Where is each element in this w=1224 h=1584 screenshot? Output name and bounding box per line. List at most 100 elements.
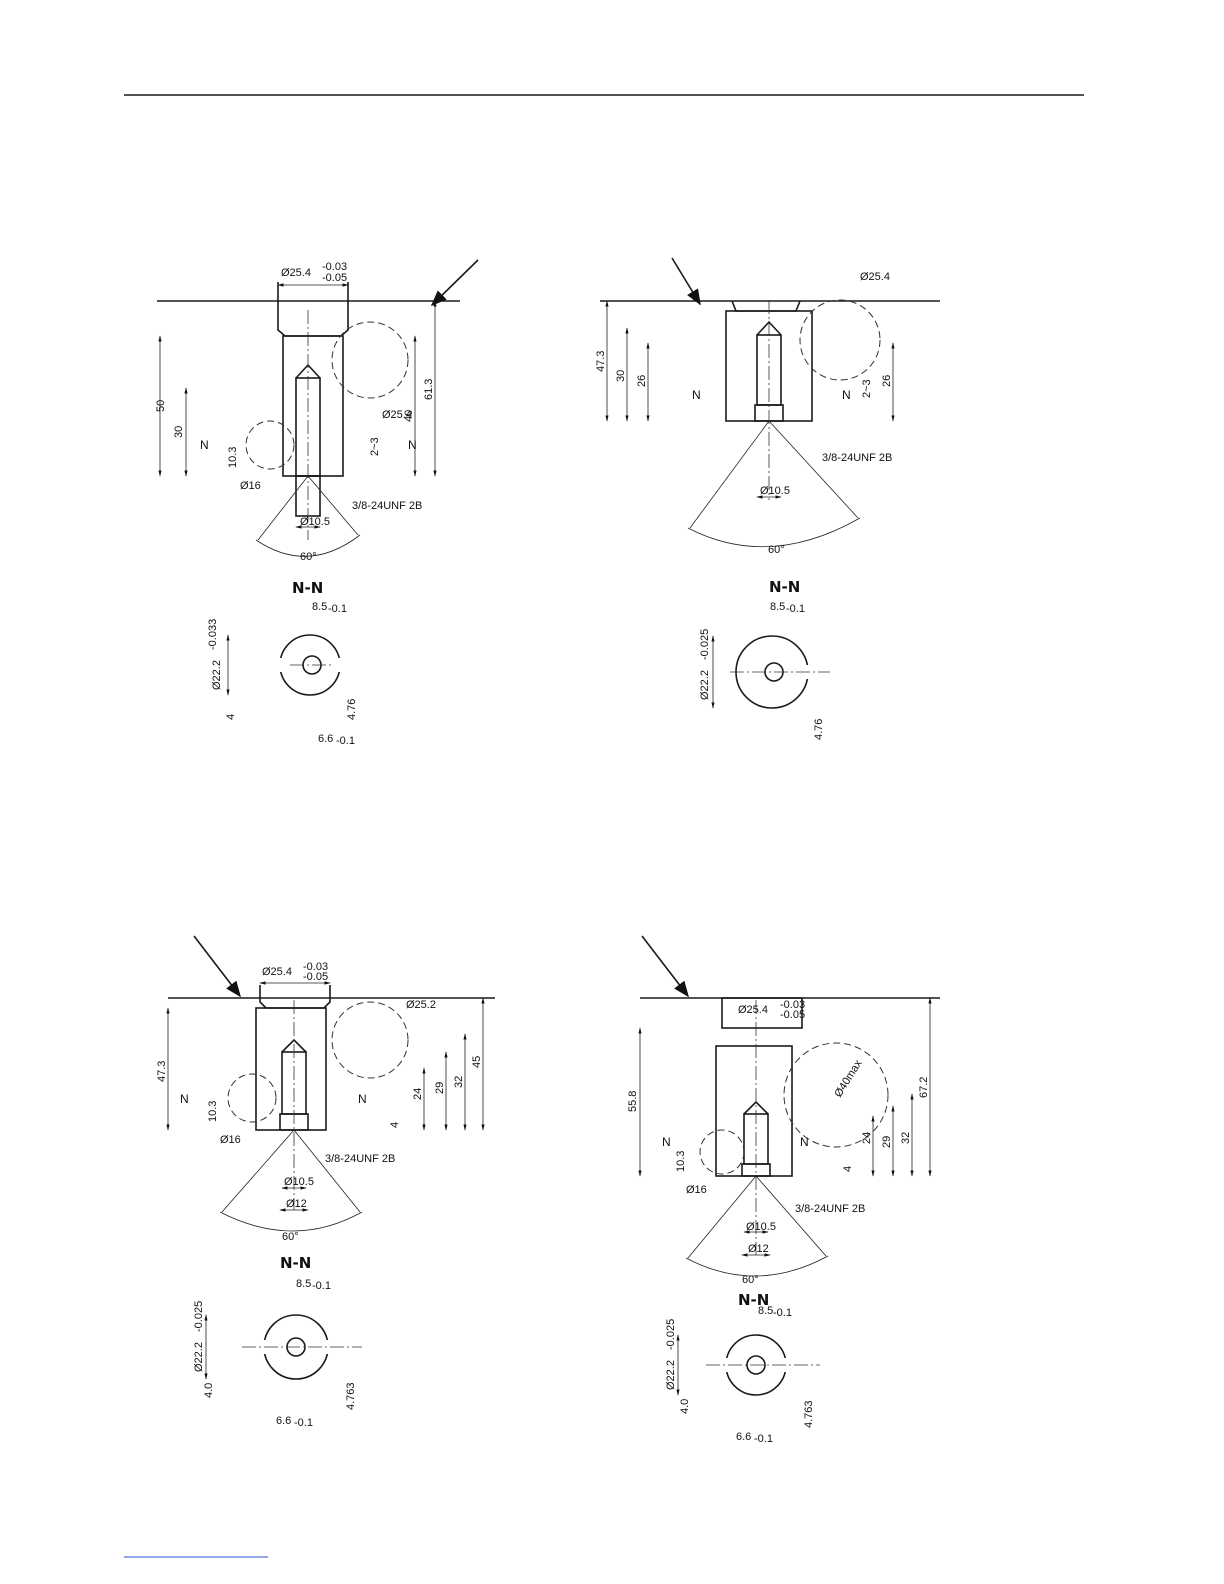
section-mark-right: N: [358, 1092, 367, 1106]
hole-diameter: Ø10.5: [760, 485, 790, 497]
chamfer-angle: 60°: [282, 1231, 299, 1243]
pin-body: [255, 1007, 327, 1131]
top-tol-lower: -0.05: [303, 971, 328, 983]
section-title: N-N: [769, 578, 800, 596]
drawing-4: Ø25.4 -0.03 -0.05 Ø40max 55.8 10.3 67.2 …: [627, 935, 940, 1445]
detail-circle: [331, 321, 409, 399]
sec-top-dim: 8.5: [296, 1278, 311, 1290]
detail-circle: [783, 1042, 889, 1148]
pin-body: [715, 1045, 793, 1177]
hole-diameter: Ø10.5: [284, 1176, 314, 1188]
dim-left-0: 55.8: [627, 1091, 639, 1112]
sec-dia-tol: -0.025: [665, 1319, 677, 1350]
sec-top-tol: -0.1: [786, 603, 805, 615]
dim-right-0: 61.3: [423, 379, 435, 400]
detail-circle-small: [245, 420, 295, 470]
dim-left-0: 47.3: [595, 351, 607, 372]
hole-diameter: Ø10.5: [300, 516, 330, 528]
top-tol-upper: -0.03: [322, 261, 347, 273]
sec-bottom-dim: 6.6: [276, 1415, 291, 1427]
dim-right-2: 29: [881, 1136, 893, 1148]
sec-bottom-tol: -0.1: [336, 735, 355, 747]
callout-diameter: Ø40max: [832, 1058, 864, 1100]
dim-right-4: 4: [842, 1166, 854, 1172]
top-diameter: Ø25.4: [281, 267, 311, 279]
top-diameter: Ø25.4: [738, 1004, 768, 1016]
top-tol-upper: -0.03: [303, 961, 328, 973]
pin-head: [277, 282, 349, 337]
sec-left-dim: 4.0: [203, 1383, 215, 1398]
section-mark-left: N: [180, 1092, 189, 1106]
thread-spec: 3/8-24UNF 2B: [352, 500, 422, 512]
drawing-1: Ø25.4 -0.03 -0.05 Ø25.4 50 30 10.3 61.3 …: [155, 259, 479, 747]
sec-right-dim: 4.76: [346, 699, 358, 720]
drawing-3: Ø25.4 -0.03 -0.05 Ø25.2 47.3 10.3 45 32 …: [156, 935, 495, 1429]
dim-left-1: 10.3: [207, 1101, 219, 1122]
sec-diameter: Ø22.2: [193, 1342, 205, 1372]
small-diameter: Ø16: [220, 1134, 241, 1146]
dim-left-0: 47.3: [156, 1061, 168, 1082]
section-mark-left: N: [692, 388, 701, 402]
counterbore-diameter: Ø12: [748, 1243, 769, 1255]
dim-right-3: 24: [412, 1088, 424, 1100]
section-title: N-N: [280, 1254, 311, 1272]
dim-left-2: 26: [636, 375, 648, 387]
pointer-arrow: [641, 935, 689, 998]
sec-bottom-dim: 6.6: [736, 1431, 751, 1443]
dim-right-1: 32: [900, 1132, 912, 1144]
thread-spec: 3/8-24UNF 2B: [795, 1203, 865, 1215]
top-tol-upper: -0.03: [780, 999, 805, 1011]
dim-right-2: 2~3: [369, 437, 381, 456]
sec-bottom-tol: -0.1: [294, 1417, 313, 1429]
section-mark-right: N: [800, 1135, 809, 1149]
sec-left-dim: 4.0: [679, 1399, 691, 1414]
dim-right-0: 26: [881, 375, 893, 387]
dim-left-1: 10.3: [675, 1151, 687, 1172]
sec-right-dim: 4.76: [813, 719, 825, 740]
chamfer-angle: 60°: [742, 1274, 759, 1286]
sec-top-tol: -0.1: [773, 1307, 792, 1319]
pointer-arrow: [671, 257, 701, 306]
top-tol-lower: -0.05: [780, 1009, 805, 1021]
sec-dia-tol: -0.033: [207, 619, 219, 650]
sec-bottom-tol: -0.1: [754, 1433, 773, 1445]
detail-circle-small: [227, 1073, 277, 1123]
counterbore-diameter: Ø12: [286, 1198, 307, 1210]
detail-circle: [331, 1001, 409, 1079]
dim-left-0: 50: [155, 400, 167, 412]
section-mark-right: N: [408, 438, 417, 452]
section-mark-right: N: [842, 388, 851, 402]
section-title: N-N: [738, 1291, 769, 1309]
callout-diameter: Ø25.4: [382, 409, 412, 421]
thread-spec: 3/8-24UNF 2B: [325, 1153, 395, 1165]
small-diameter: Ø16: [686, 1184, 707, 1196]
thread-spec: 3/8-24UNF 2B: [822, 452, 892, 464]
top-diameter: Ø25.4: [262, 966, 292, 978]
dim-right-1: 2~3: [861, 379, 873, 398]
sec-top-dim: 8.5: [312, 601, 327, 613]
section-mark-left: N: [200, 438, 209, 452]
pointer-arrow: [430, 259, 479, 307]
callout-diameter: Ø25.4: [860, 271, 890, 283]
dim-right-3: 24: [861, 1132, 873, 1144]
sec-dia-tol: -0.025: [699, 629, 711, 660]
sec-diameter: Ø22.2: [665, 1360, 677, 1390]
section-title: N-N: [292, 579, 323, 597]
sec-right-dim: 4.763: [345, 1382, 357, 1410]
sec-left-dim: 4: [225, 714, 237, 720]
dim-right-1: 40: [403, 410, 415, 422]
sec-diameter: Ø22.2: [699, 670, 711, 700]
sec-right-dim: 4.763: [803, 1400, 815, 1428]
dim-right-0: 67.2: [918, 1077, 930, 1098]
pointer-arrow: [193, 935, 241, 998]
sec-top-dim: 8.5: [770, 601, 785, 613]
dim-right-4: 4: [389, 1122, 401, 1128]
chamfer-angle: 60°: [300, 551, 317, 563]
sec-bottom-dim: 6.6: [318, 733, 333, 745]
section-mark-left: N: [662, 1135, 671, 1149]
detail-circle: [799, 299, 881, 381]
sec-top-dim: 8.5: [758, 1305, 773, 1317]
top-tol-lower: -0.05: [322, 272, 347, 284]
pin-body: [282, 335, 344, 477]
